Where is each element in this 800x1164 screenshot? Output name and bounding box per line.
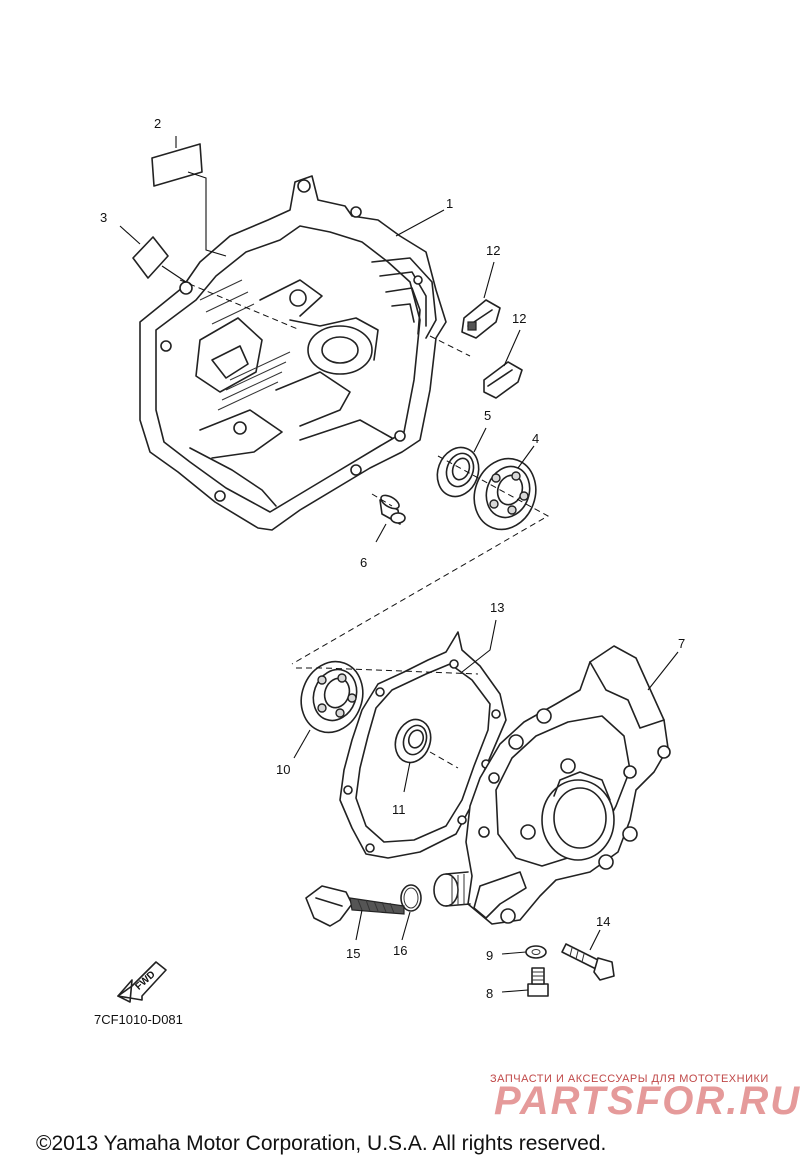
- washer: [525, 945, 547, 959]
- filler-neck-thread: [433, 871, 471, 907]
- oil-seal-11: [394, 718, 432, 764]
- watermark-tagline: ЗАПЧАСТИ И АКСЕССУАРЫ ДЛЯ МОТОТЕХНИКИ: [490, 1073, 769, 1085]
- callout-1: 1: [446, 196, 453, 211]
- callout-11: 11: [392, 802, 406, 817]
- callout-8: 8: [486, 986, 493, 1001]
- wire-clip-upper: [461, 299, 501, 339]
- drain-bolt: [527, 967, 549, 997]
- watermark: ЗАПЧАСТИ И АКСЕССУАРЫ ДЛЯ МОТОТЕХНИКИ PA…: [490, 1073, 800, 1123]
- crankcase: [139, 175, 447, 531]
- callout-7: 7: [678, 636, 685, 651]
- forward-arrow-icon: FWD: [117, 961, 167, 1003]
- callout-14: 14: [596, 914, 610, 929]
- diagram-code: 7CF1010-D081: [94, 1012, 183, 1027]
- oil-dipstick: [305, 885, 405, 927]
- flange-bolt: [561, 943, 615, 981]
- decal-small: [132, 236, 169, 279]
- copyright-notice: ©2013 Yamaha Motor Corporation, U.S.A. A…: [36, 1132, 606, 1155]
- callout-13: 13: [490, 600, 504, 615]
- bearing-4: [473, 457, 537, 531]
- dowel-pin: [379, 494, 406, 525]
- decal-label: [151, 143, 203, 187]
- leader-lines: [119, 136, 679, 993]
- bearing-10: [300, 660, 364, 734]
- callout-5: 5: [484, 408, 491, 423]
- callout-12-lower: 12: [512, 311, 526, 326]
- wire-clip-lower: [483, 361, 523, 399]
- callout-16: 16: [393, 943, 407, 958]
- callout-4: 4: [532, 431, 539, 446]
- crankcase-cover: [465, 645, 671, 925]
- o-ring: [400, 884, 422, 912]
- callout-3: 3: [100, 210, 107, 225]
- callout-12-upper: 12: [486, 243, 500, 258]
- oil-seal-5: [436, 446, 480, 498]
- callout-9: 9: [486, 948, 493, 963]
- callout-15: 15: [346, 946, 360, 961]
- callout-2: 2: [154, 116, 161, 131]
- assembly-lines: [179, 279, 550, 769]
- callout-numbers: 2 3 1 12 12 5 4 6 13 7 10 11 14 15 16 9 …: [100, 116, 685, 1001]
- callout-10: 10: [276, 762, 290, 777]
- callout-6: 6: [360, 555, 367, 570]
- watermark-brand: PARTSFOR.RU: [494, 1079, 800, 1123]
